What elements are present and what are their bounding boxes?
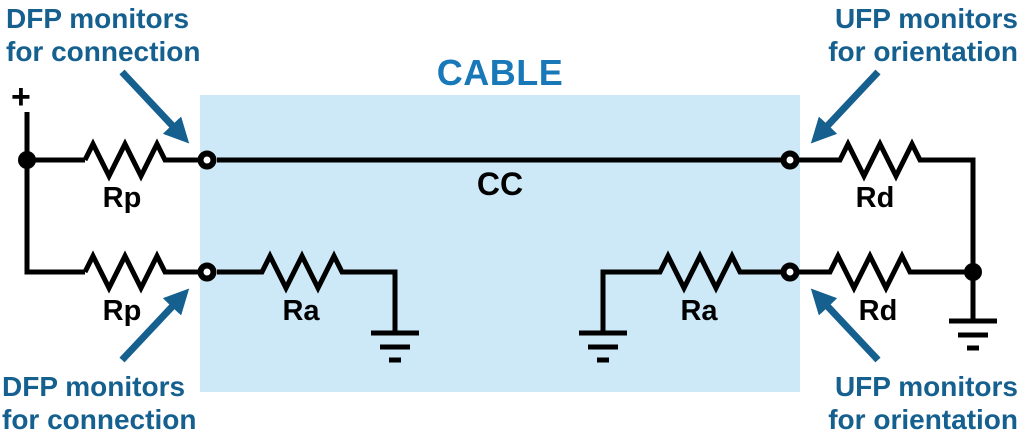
resistor-label-rp-bottom: Rp: [102, 295, 142, 327]
left-rail-wire: [24, 112, 85, 275]
ground-symbol-middle: [579, 330, 627, 363]
resistor-rp-bottom: [82, 250, 198, 294]
annotation-top-left-line2: for connection: [6, 36, 201, 68]
cc-line-label: CC: [476, 166, 524, 202]
junction-dot-left: [18, 151, 36, 169]
terminal-cc-ufp-top: [780, 150, 800, 170]
arrow-top-left: [119, 69, 190, 144]
resistor-rd-top: [799, 138, 976, 272]
plus-terminal-label: +: [11, 78, 31, 116]
annotation-top-right-line2: for orientation: [828, 36, 1018, 68]
annotation-bottom-right-line1: UFP monitors: [834, 371, 1018, 402]
resistor-label-ra-left: Ra: [282, 295, 320, 327]
arrow-top-right: [810, 69, 881, 144]
ground-symbol-left: [371, 330, 419, 363]
resistor-ra-right: [600, 250, 781, 331]
annotation-bottom-left-line2: for connection: [2, 404, 197, 436]
junction-dot-right: [964, 263, 982, 281]
annotation-top-left-line1: DFP monitors: [6, 3, 190, 34]
annotation-top-right-line1: UFP monitors: [834, 3, 1018, 34]
annotation-bottom-left: DFP monitors for connection: [2, 370, 196, 436]
terminal-cc-ufp-bottom: [780, 262, 800, 282]
arrow-bottom-left: [119, 288, 190, 363]
terminal-cc-dfp-top: [197, 150, 217, 170]
terminal-cc-dfp-bottom: [197, 262, 217, 282]
resistor-label-ra-right: Ra: [680, 295, 718, 327]
resistor-label-rd-bottom: Rd: [858, 295, 898, 327]
cable-title: CABLE: [436, 52, 564, 93]
annotation-bottom-right-line2: for orientation: [828, 404, 1018, 436]
resistor-label-rd-top: Rd: [855, 182, 895, 214]
ground-symbol-right: [949, 318, 997, 351]
annotation-bottom-right: UFP monitors for orientation: [828, 370, 1018, 436]
resistor-label-rp-top: Rp: [102, 182, 142, 214]
arrow-bottom-right: [810, 288, 881, 363]
cable-region: [200, 95, 800, 392]
annotation-top-right: UFP monitors for orientation: [828, 2, 1018, 68]
resistor-rd-bottom: [799, 250, 973, 294]
annotation-bottom-left-line1: DFP monitors: [2, 371, 186, 402]
annotation-top-left: DFP monitors for connection: [6, 2, 200, 68]
resistor-ra-left: [217, 250, 398, 331]
resistor-rp-top: [82, 138, 198, 182]
